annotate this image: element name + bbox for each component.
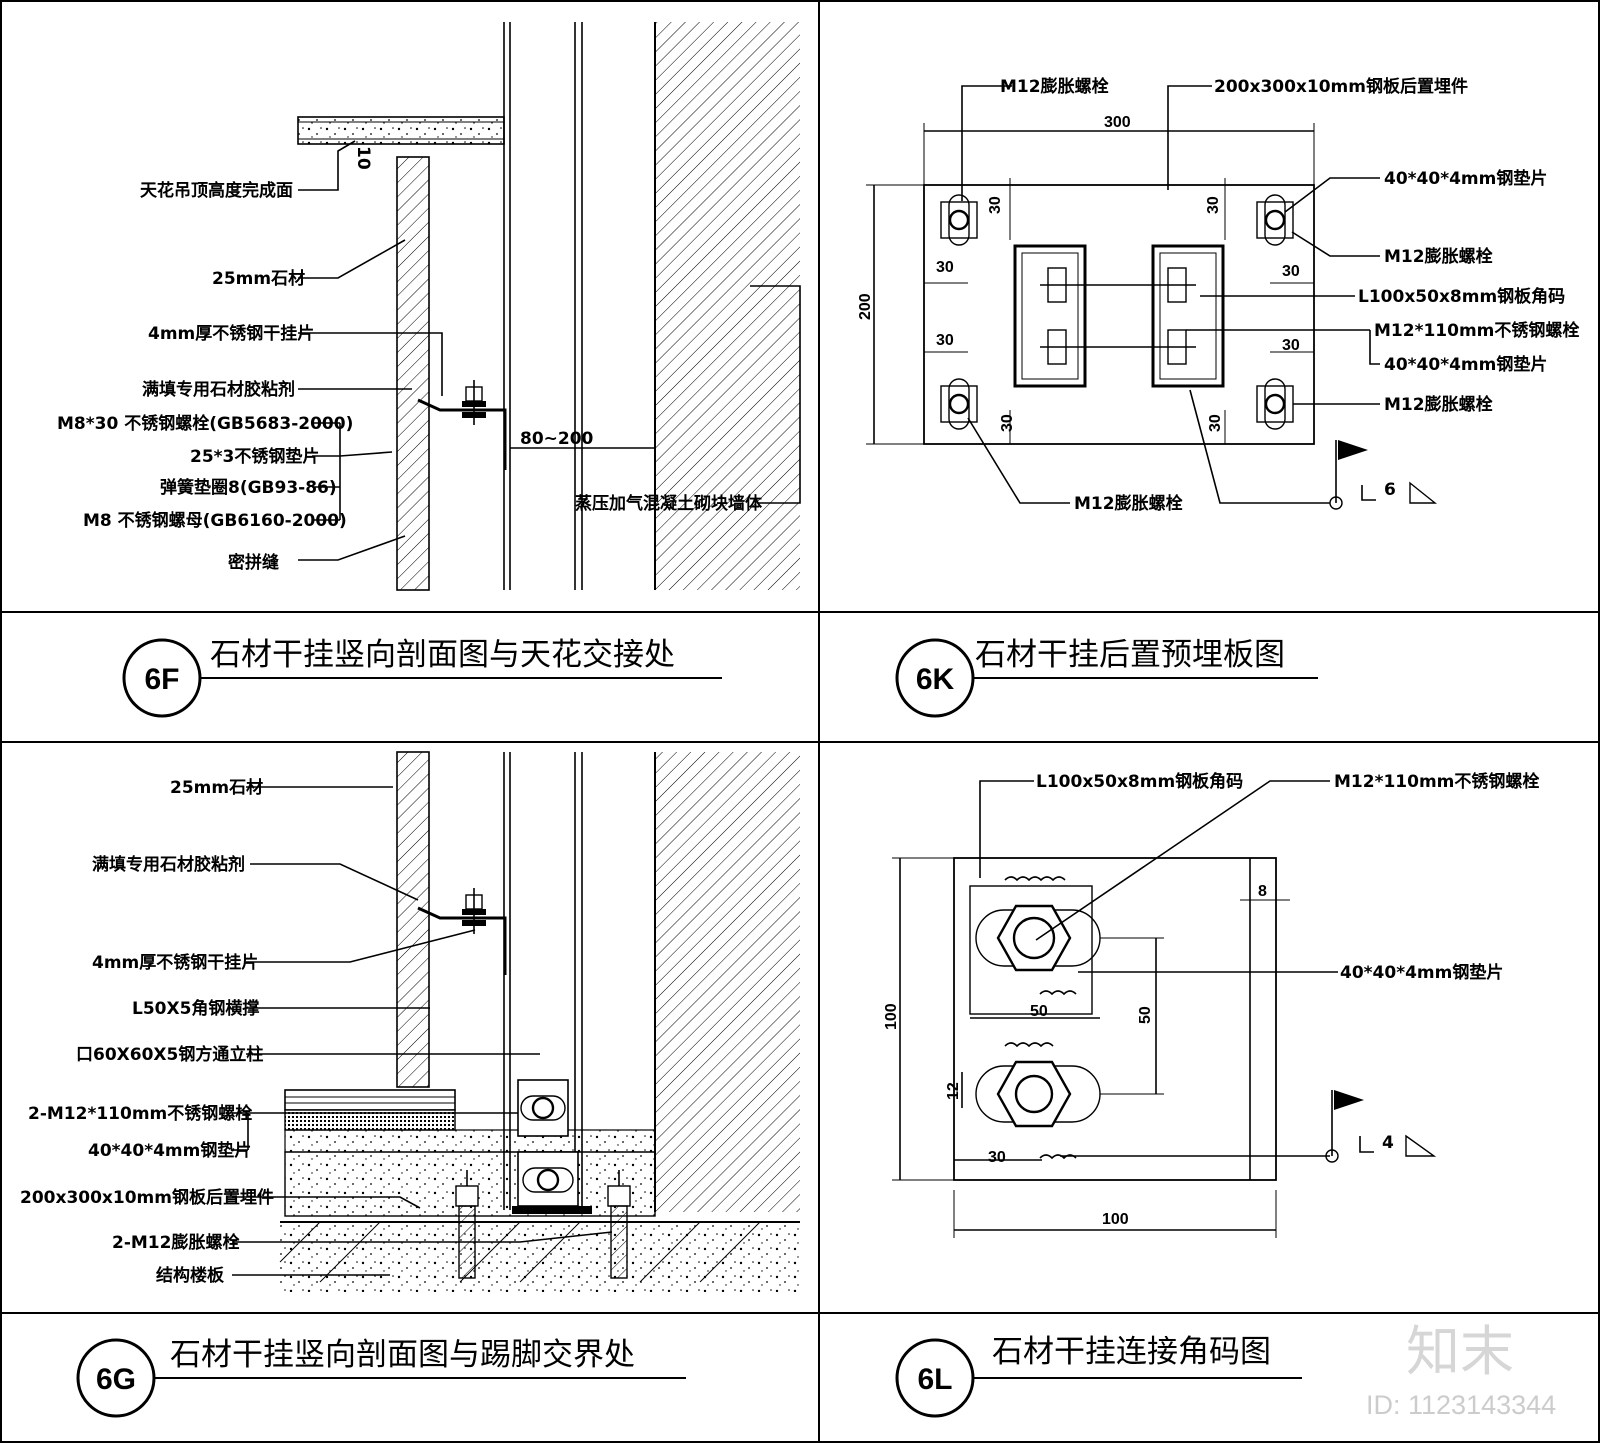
title-6g: 石材干挂竖向剖面图与踢脚交界处: [170, 1337, 635, 1373]
code-6l: 6L: [917, 1363, 952, 1396]
dim-30-tl: 30: [987, 196, 1004, 214]
label-anchor-br: M12膨胀螺栓: [1384, 394, 1493, 415]
dim-gap: 80~200: [520, 429, 594, 449]
angle-plate: [953, 857, 1277, 1181]
post-connection: [512, 1079, 592, 1214]
stone-panel: [396, 156, 430, 591]
dim-100h: 100: [1102, 1211, 1129, 1228]
label-pads-6g: 40*40*4mm钢垫片: [88, 1140, 251, 1161]
section-mark-6l: 4: [1382, 1133, 1394, 1153]
stone-panel-6g: [396, 751, 430, 1088]
title-6k: 石材干挂后置预埋板图: [975, 637, 1285, 673]
label-bolt: M8*30 不锈钢螺栓(GB5683-2000): [57, 413, 353, 434]
dim-12: 12: [945, 1082, 962, 1100]
watermark-id: ID: 1123143344: [1366, 1390, 1556, 1420]
label-anchor-bottom: M12膨胀螺栓: [1074, 493, 1183, 514]
angle-brackets: [1013, 244, 1225, 388]
watermark-brand: 知末: [1406, 1320, 1514, 1383]
label-wall: 蒸压加气混凝土砌块墙体: [575, 493, 763, 514]
panel-6f: 10 天花吊顶高度完成面 25mm石材 4mm厚不锈钢干挂片 满填专用石材胶粘剂…: [57, 22, 801, 718]
label-stone-6g: 25mm石材: [170, 777, 263, 798]
section-mark-6k: 6: [1384, 480, 1396, 500]
leaders-6f: 10: [298, 140, 801, 561]
label-joint: 密拼缝: [228, 552, 279, 573]
framing-lines: [503, 22, 583, 590]
label-pad-tr: 40*40*4mm钢垫片: [1384, 168, 1547, 189]
anchor-bolts: [940, 194, 1294, 430]
bolt-upper: [969, 876, 1101, 1015]
leaders-6l: [979, 780, 1338, 1157]
block-wall-6g: [654, 752, 800, 1212]
dim-50b: 50: [1137, 1006, 1154, 1024]
label-slab: 结构楼板: [156, 1265, 225, 1286]
label-angle-6g: L50X5角钢横撑: [132, 998, 259, 1019]
label-angle-6l: L100x50x8mm钢板角码: [1036, 771, 1243, 792]
label-glue: 满填专用石材胶粘剂: [142, 379, 295, 400]
dim-30-ml: 30: [936, 259, 954, 276]
hanger-bracket-6g: [417, 888, 507, 975]
label-spring: 弹簧垫圈8(GB93-86): [160, 477, 337, 498]
panel-6l: 8 50 50 100 100 12 30 L100x50x8mm钢板角码 M1…: [883, 771, 1539, 1418]
dim-height: 200: [857, 293, 874, 320]
dims-6l: [892, 857, 1290, 1238]
dim-30-mr2: 30: [1282, 337, 1300, 354]
label-bolt-6l: M12*110mm不锈钢螺栓: [1334, 771, 1539, 792]
leaders-6k: [961, 85, 1380, 504]
section-marker-6l: 4: [1325, 1090, 1437, 1163]
label-pad-6l: 40*40*4mm钢垫片: [1340, 962, 1503, 983]
panel-6k: 300 200 30 30 30 30 30 30 30 30: [857, 76, 1579, 718]
ceiling-board: [297, 116, 505, 145]
code-6k: 6K: [916, 663, 955, 696]
skirting-layers: [284, 1089, 656, 1217]
code-6f: 6F: [144, 663, 179, 696]
dim-30-tr: 30: [1205, 196, 1222, 214]
embed-plate: [923, 184, 1315, 445]
dim-30-bl: 30: [999, 414, 1016, 432]
bolt-lower: [975, 1042, 1101, 1160]
title-6f: 石材干挂竖向剖面图与天花交接处: [210, 637, 675, 673]
dim-30-mr: 30: [1282, 263, 1300, 280]
label-hanger-6g: 4mm厚不锈钢干挂片: [92, 952, 258, 973]
label-post: 口60X60X5钢方通立柱: [76, 1044, 263, 1065]
label-pad-mid: 40*40*4mm钢垫片: [1384, 354, 1547, 375]
label-anchor-tr: M12膨胀螺栓: [1384, 246, 1493, 267]
dim-100v: 100: [883, 1003, 900, 1030]
dims-6k: [866, 123, 1315, 445]
dim-30-ml2: 30: [936, 332, 954, 349]
dim-width: 300: [1104, 114, 1131, 131]
dim-30-br: 30: [1207, 414, 1224, 432]
hanger-bracket: [417, 380, 507, 470]
label-plate-6g: 200x300x10mm钢板后置埋件: [20, 1187, 274, 1208]
label-anchor-tl: M12膨胀螺栓: [1000, 76, 1109, 97]
code-6g: 6G: [96, 1363, 136, 1396]
label-glue-6g: 满填专用石材胶粘剂: [92, 854, 245, 875]
label-hanger: 4mm厚不锈钢干挂片: [148, 323, 314, 344]
dim-30-6l: 30: [988, 1149, 1006, 1166]
panel-6g: 25mm石材 满填专用石材胶粘剂 4mm厚不锈钢干挂片 L50X5角钢横撑 口6…: [20, 751, 800, 1418]
label-plate: 200x300x10mm钢板后置埋件: [1214, 76, 1468, 97]
label-nut: M8 不锈钢螺母(GB6160-2000): [83, 510, 347, 531]
label-ss-bolt: M12*110mm不锈钢螺栓: [1374, 320, 1579, 341]
anchor-bolts-6g: [455, 1170, 631, 1279]
label-stone: 25mm石材: [212, 268, 305, 289]
label-bolts-6g: 2-M12*110mm不锈钢螺栓: [28, 1103, 252, 1124]
label-anchors-6g: 2-M12膨胀螺栓: [112, 1232, 239, 1253]
leaders-6g: [232, 786, 613, 1276]
structural-slab: [279, 1221, 800, 1292]
label-washer: 25*3不锈钢垫片: [190, 446, 319, 467]
label-angle: L100x50x8mm钢板角码: [1358, 286, 1565, 307]
title-6l: 石材干挂连接角码图: [992, 1334, 1271, 1370]
dim-50a: 50: [1030, 1003, 1048, 1020]
dim-ceiling: 10: [353, 146, 373, 170]
section-marker-6k: 6: [1329, 440, 1437, 510]
label-ceiling: 天花吊顶高度完成面: [140, 180, 293, 201]
block-wall: [654, 22, 800, 590]
dim-8: 8: [1258, 883, 1267, 900]
